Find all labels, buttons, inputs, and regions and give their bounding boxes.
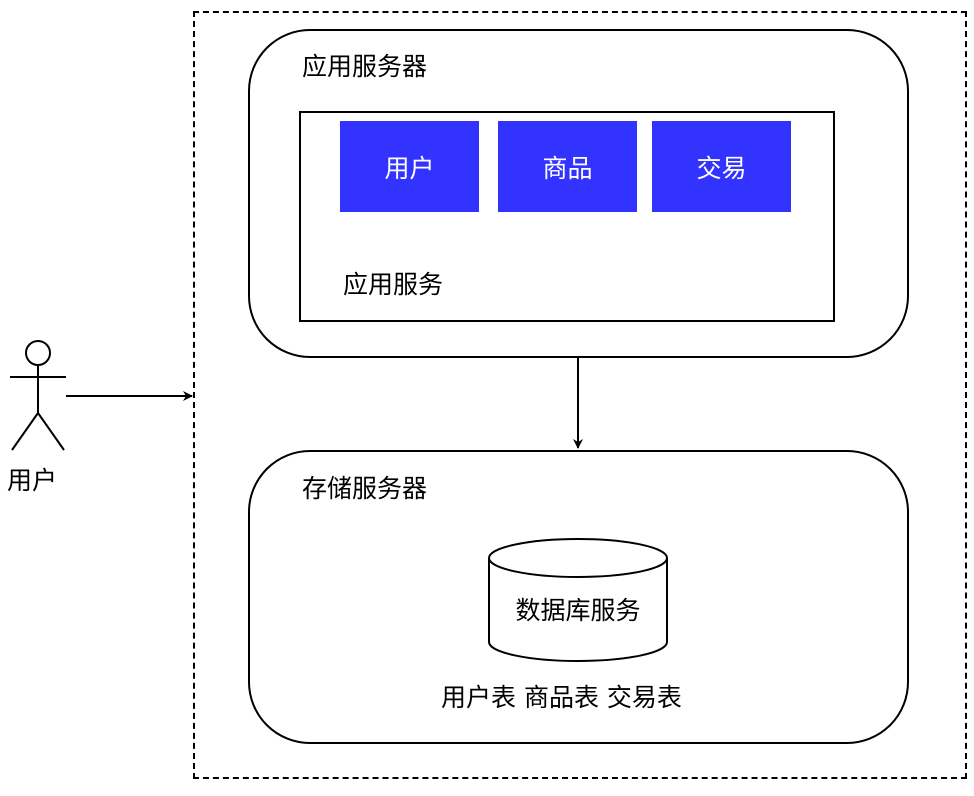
module-product: 商品 — [498, 121, 637, 212]
module-trade: 交易 — [652, 121, 791, 212]
tables-label: 用户表 商品表 交易表 — [441, 683, 682, 712]
user-actor-icon — [10, 340, 66, 451]
system-boundary — [193, 11, 967, 779]
database-cylinder-icon — [488, 538, 668, 662]
database-label: 数据库服务 — [515, 596, 641, 625]
module-user: 用户 — [340, 121, 479, 212]
app-service-label: 应用服务 — [343, 270, 444, 299]
app-server-title: 应用服务器 — [302, 52, 428, 81]
storage-server-title: 存储服务器 — [302, 474, 428, 503]
user-actor-label: 用户 — [7, 466, 58, 495]
